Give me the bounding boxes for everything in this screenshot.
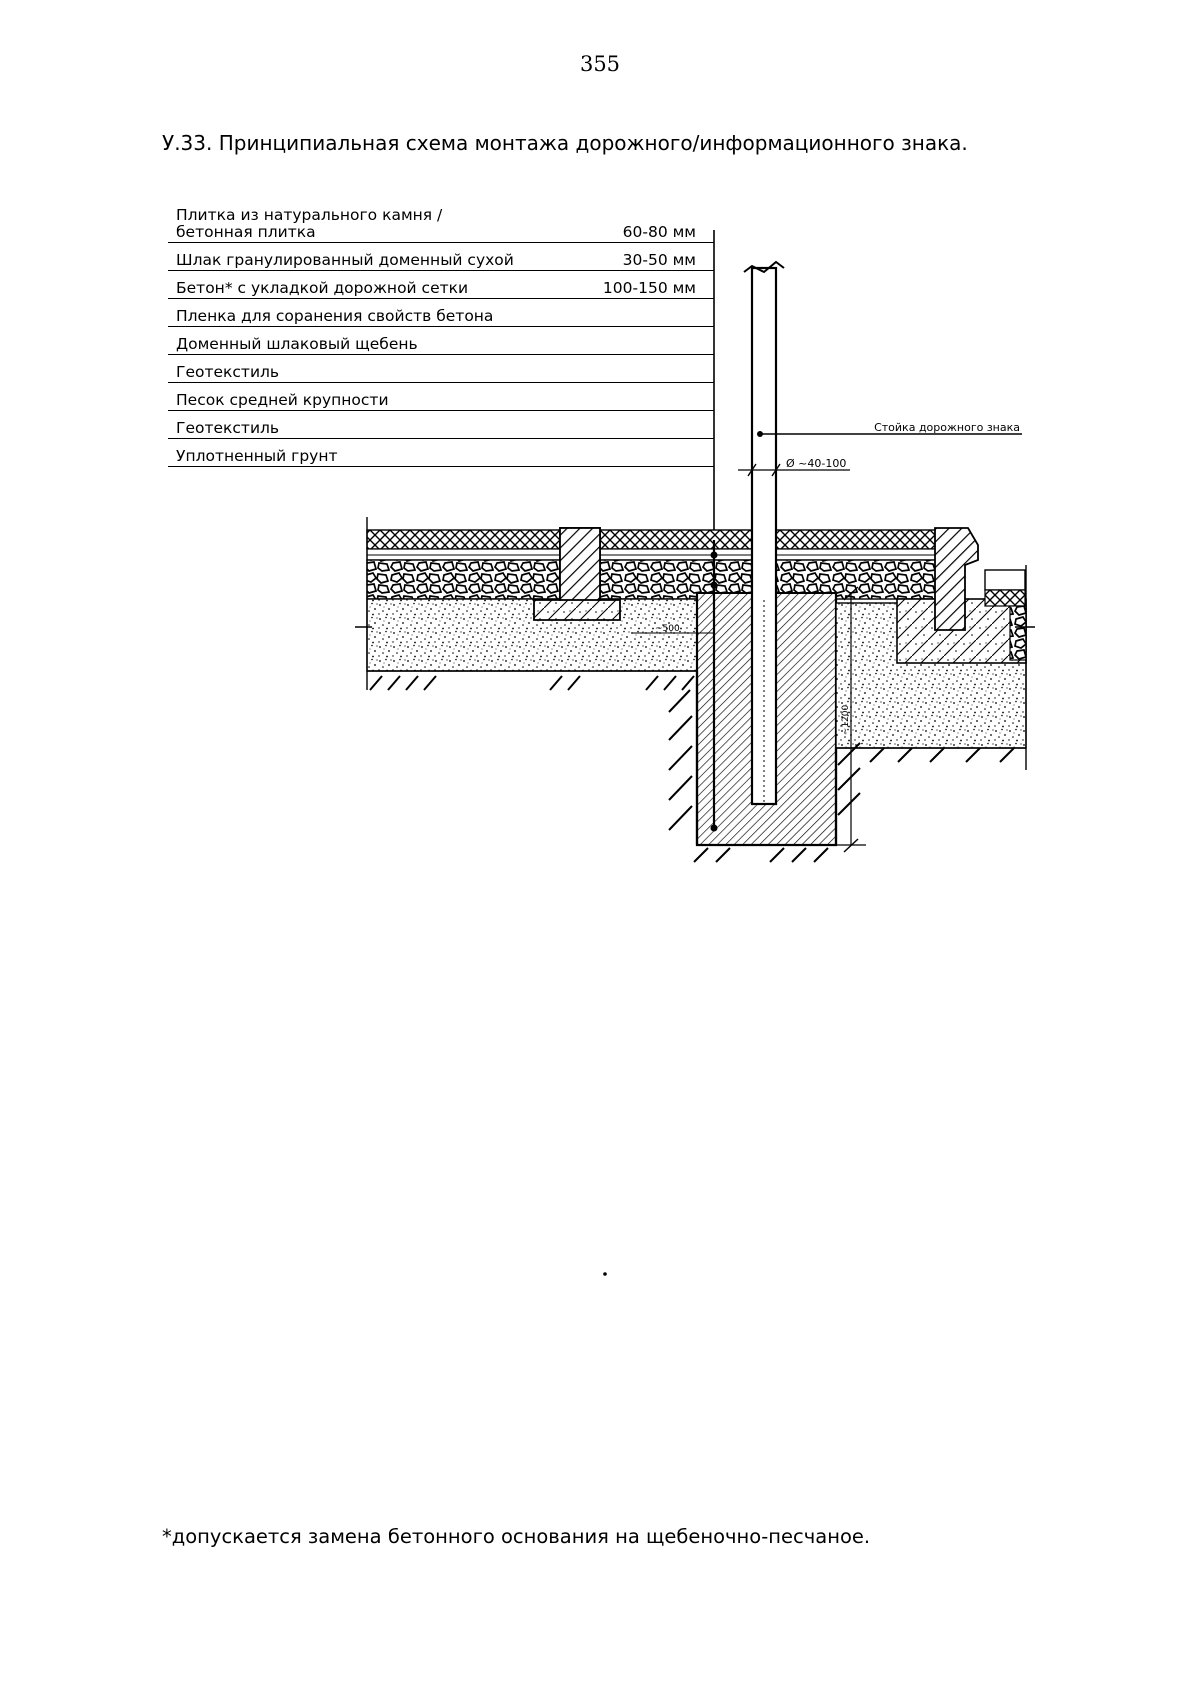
layer-row: Песок средней крупности xyxy=(168,383,714,411)
footnote: *допускается замена бетонного основания … xyxy=(162,1525,871,1548)
page-number: 355 xyxy=(579,52,621,76)
layer-name: Геотекстиль xyxy=(176,363,280,381)
sand-layer-left xyxy=(366,598,698,672)
scan-dot xyxy=(603,1272,607,1276)
post-break-mark xyxy=(743,260,785,274)
width-label: ~500 xyxy=(655,624,680,634)
layer-legend: Плитка из натурального камня /бетонная п… xyxy=(168,205,714,467)
gravel-layer xyxy=(366,559,938,600)
post-label: Стойка дорожного знака xyxy=(874,421,1020,434)
layer-name: Плитка из натурального камня /бетонная п… xyxy=(176,206,443,241)
diameter-label: Ø ~40-100 xyxy=(786,457,846,470)
layer-row: Доменный шлаковый щебень xyxy=(168,327,714,355)
curb-stone-right xyxy=(934,527,979,631)
depth-label: ~1200 xyxy=(841,705,851,736)
curb-stone-left xyxy=(559,527,601,601)
layer-thickness: 100-150 мм xyxy=(602,279,696,297)
layer-name: Пленка для соранения свойств бетона xyxy=(176,307,494,325)
layer-row: Бетон* с укладкой дорожной сетки 100-150… xyxy=(168,271,714,299)
layer-row: Геотекстиль xyxy=(168,355,714,383)
edge-tile xyxy=(984,589,1026,607)
layer-row: Уплотненный грунт xyxy=(168,439,714,467)
layer-row: Плитка из натурального камня /бетонная п… xyxy=(168,205,714,243)
paving-tile-layer xyxy=(366,529,938,550)
layer-name: Доменный шлаковый щебень xyxy=(176,335,418,353)
layer-name: Геотекстиль xyxy=(176,419,280,437)
layer-name: Уплотненный грунт xyxy=(176,447,338,465)
ground-hatching xyxy=(369,675,1015,863)
layer-row: Геотекстиль xyxy=(168,411,714,439)
layer-name: Шлак гранулированный доменный сухой xyxy=(176,251,514,269)
slag-layer xyxy=(366,548,938,561)
layer-name: Песок средней крупности xyxy=(176,391,389,409)
edge-gravel xyxy=(1009,605,1027,661)
edge-step xyxy=(984,569,1026,591)
figure-title: У.33. Принципиальная схема монтажа дорож… xyxy=(162,131,968,155)
layer-row: Пленка для соранения свойств бетона xyxy=(168,299,714,327)
layer-thickness: 30-50 мм xyxy=(622,251,696,269)
layer-name: Бетон* с укладкой дорожной сетки xyxy=(176,279,469,297)
sign-post xyxy=(750,266,778,806)
layer-thickness: 60-80 мм xyxy=(622,223,696,241)
layer-row: Шлак гранулированный доменный сухой 30-5… xyxy=(168,243,714,271)
